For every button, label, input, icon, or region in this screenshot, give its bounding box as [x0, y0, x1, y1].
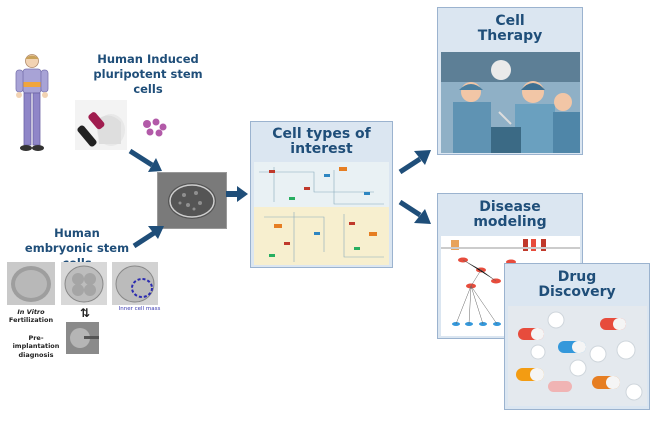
arrow-to-disease-modeling — [398, 200, 431, 224]
fertilization-text: Fertilization — [8, 316, 54, 325]
biopsy-image — [66, 322, 99, 354]
embryo-image-1 — [7, 262, 55, 305]
embryo-image-2 — [61, 262, 107, 305]
pills-photo — [508, 306, 647, 406]
stem-cell-colony-image — [157, 172, 227, 229]
inner-cell-mass-label: Inner cell mass — [118, 306, 161, 312]
reprogrammed-cells-icon — [143, 118, 167, 137]
pathway-map-image — [254, 162, 389, 265]
cell-types-panel: Cell types of interest — [250, 121, 393, 268]
arrow-ipsc-to-colony — [128, 148, 162, 172]
cell-therapy-panel: Cell Therapy — [437, 7, 583, 155]
embryo-image-3 — [112, 262, 158, 305]
ivf-text: In Vitro — [17, 308, 45, 316]
esc-label: Human embryonic stem cells — [24, 226, 130, 270]
cell-therapy-title: Cell Therapy — [477, 13, 543, 44]
surgery-photo — [441, 52, 580, 153]
arrow-colony-to-cell-types — [226, 186, 248, 202]
drug-discovery-panel: Drug Discovery — [504, 263, 650, 410]
bidirectional-arrow-icon: ⇅ — [80, 306, 91, 320]
drug-discovery-title: Drug Discovery — [538, 269, 616, 300]
arrow-to-cell-therapy — [398, 150, 431, 174]
disease-modeling-title: Disease modeling — [473, 199, 547, 230]
arrow-esc-to-colony — [132, 226, 164, 248]
blood-sample-image — [75, 100, 127, 150]
human-figure-icon — [15, 54, 49, 151]
cell-types-title: Cell types of interest — [272, 126, 371, 157]
pgd-label: Pre-implantation diagnosis — [12, 334, 60, 359]
ivf-label: In Vitro Fertilization — [6, 308, 56, 325]
ipsc-label: Human Induced pluripotent stem cells — [93, 52, 203, 96]
